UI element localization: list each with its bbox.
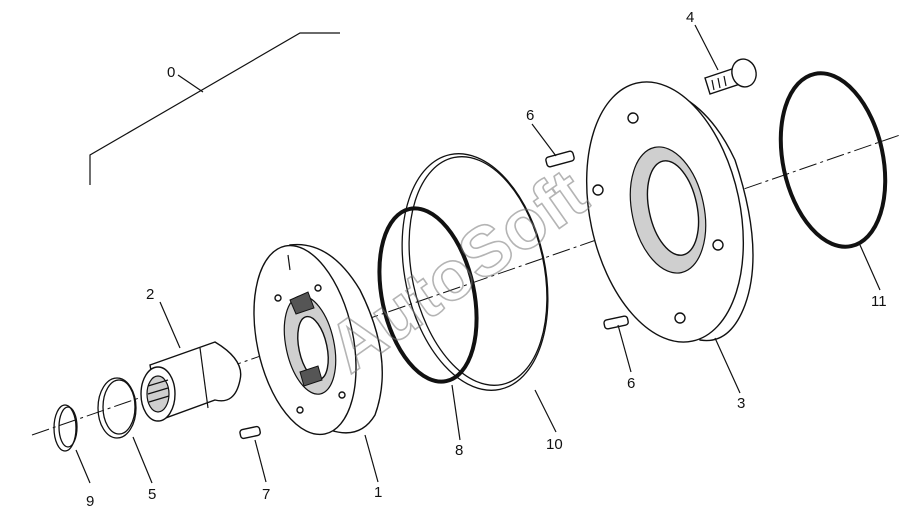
- callout-8: 8: [455, 442, 463, 459]
- callout-4: 4: [686, 9, 694, 26]
- callout-7: 7: [262, 486, 270, 503]
- cover-plate-part-3: [585, 81, 754, 343]
- callout-6-upper: 6: [526, 107, 534, 124]
- o-ring-part-8: [377, 206, 479, 384]
- retaining-ring-part-5: [97, 377, 137, 439]
- callout-11: 11: [871, 293, 887, 310]
- seal-ring-part-11: [778, 71, 888, 249]
- watermark: AutoSoft: [314, 154, 601, 387]
- pump-body-part-1: [253, 243, 383, 436]
- sleeve-part-2: [140, 341, 242, 422]
- callout-1: 1: [374, 484, 382, 501]
- callout-5: 5: [148, 486, 156, 503]
- assembly-bracket: [89, 32, 340, 185]
- pin-part-7: [239, 425, 261, 440]
- leader-lines: [75, 24, 881, 484]
- bolt-part-4: [704, 58, 757, 95]
- callout-10: 10: [546, 436, 563, 453]
- callout-3: 3: [737, 395, 745, 412]
- dowel-pin-upper-part-6: [545, 150, 575, 168]
- callout-9: 9: [86, 493, 94, 510]
- callout-6-lower: 6: [627, 375, 635, 392]
- dowel-pin-lower-part-6: [603, 315, 629, 330]
- callout-0: 0: [167, 64, 175, 81]
- callout-2: 2: [146, 286, 154, 303]
- gasket-ring-part-10: [401, 153, 549, 391]
- snap-ring-part-9: [53, 404, 78, 452]
